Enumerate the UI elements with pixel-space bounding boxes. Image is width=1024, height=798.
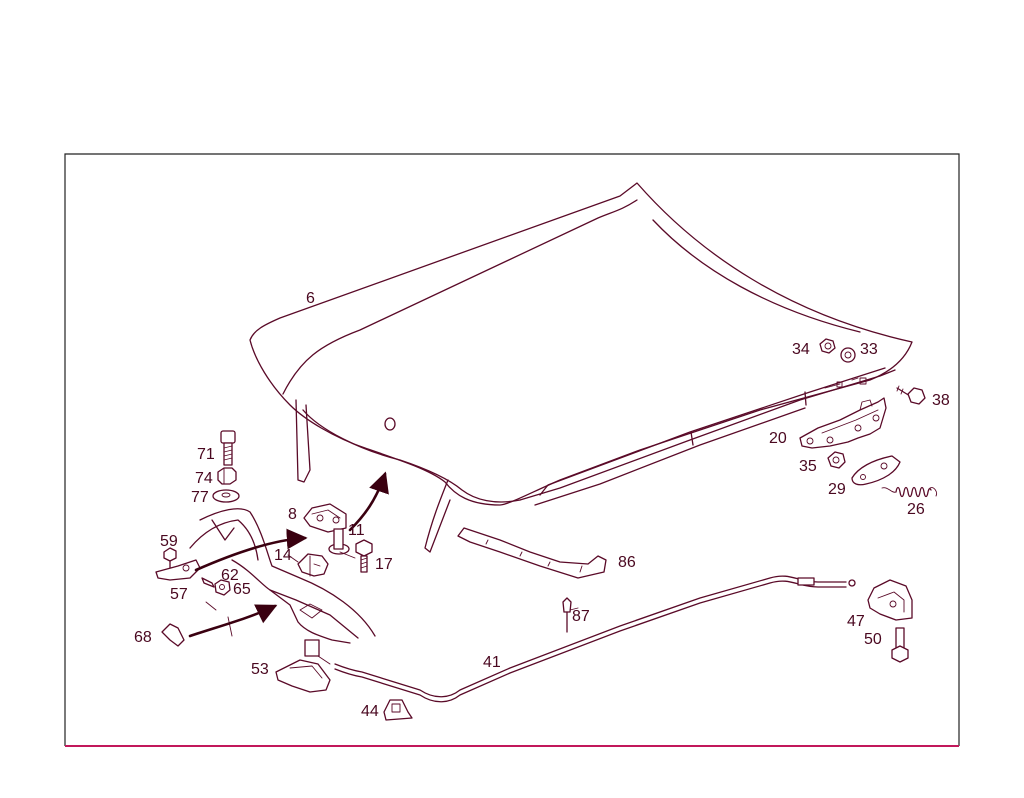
release-lever-57 bbox=[155, 559, 201, 581]
callout-8: 8 bbox=[288, 506, 297, 523]
callout-86: 86 bbox=[618, 554, 636, 571]
callout-65: 65 bbox=[233, 581, 251, 598]
washer-77 bbox=[212, 489, 240, 503]
hood-nut-34 bbox=[819, 338, 836, 354]
callout-50: 50 bbox=[864, 631, 882, 648]
callout-14: 14 bbox=[274, 547, 292, 564]
callout-labels: 6 34 33 38 20 35 29 26 71 74 77 8 11 14 … bbox=[134, 290, 950, 720]
callout-71: 71 bbox=[197, 446, 215, 463]
callout-53: 53 bbox=[251, 661, 269, 678]
callout-68: 68 bbox=[134, 629, 152, 646]
pin-62 bbox=[201, 577, 215, 588]
hinge-bolt-38 bbox=[896, 385, 926, 405]
hinge-spring-26 bbox=[881, 486, 937, 498]
release-cable-41 bbox=[334, 575, 856, 703]
callout-34: 34 bbox=[792, 341, 810, 358]
hood-panel bbox=[249, 182, 913, 553]
callout-29: 29 bbox=[828, 481, 846, 498]
callout-77: 77 bbox=[191, 489, 209, 506]
washer-11 bbox=[328, 528, 350, 555]
clip-87 bbox=[562, 597, 572, 633]
callout-35: 35 bbox=[799, 458, 817, 475]
hinge-nut-35 bbox=[827, 451, 846, 469]
lock-14 bbox=[297, 553, 329, 577]
screw-59 bbox=[163, 547, 177, 569]
nut-65 bbox=[214, 579, 231, 596]
cable-clip-44 bbox=[383, 699, 413, 721]
diagram-border bbox=[64, 153, 960, 747]
hood-hinge-20 bbox=[799, 397, 887, 449]
callout-62: 62 bbox=[221, 567, 239, 584]
hood-washer-33 bbox=[840, 347, 856, 363]
callout-38: 38 bbox=[932, 392, 950, 409]
hood-lock-47 bbox=[867, 579, 913, 621]
callout-26: 26 bbox=[907, 501, 925, 518]
release-handle-53 bbox=[275, 639, 331, 693]
clip-68 bbox=[161, 623, 185, 647]
callout-11: 11 bbox=[348, 522, 365, 539]
callout-47: 47 bbox=[847, 613, 865, 630]
lock-carrier-panel bbox=[189, 508, 376, 644]
bolt-50 bbox=[891, 627, 909, 663]
callout-57: 57 bbox=[170, 586, 188, 603]
callout-6: 6 bbox=[306, 290, 315, 307]
callout-87: 87 bbox=[572, 608, 590, 625]
lock-bracket-8 bbox=[303, 503, 347, 533]
stud-bolt-71 bbox=[220, 430, 236, 466]
callout-leaders bbox=[287, 551, 579, 611]
callout-20: 20 bbox=[769, 430, 787, 447]
callout-33: 33 bbox=[860, 341, 878, 358]
nut-74 bbox=[217, 467, 237, 485]
bolt-17 bbox=[355, 539, 373, 573]
callout-59: 59 bbox=[160, 533, 178, 550]
hinge-support-29 bbox=[851, 455, 901, 486]
support-rail-86 bbox=[457, 527, 607, 579]
callout-44: 44 bbox=[361, 703, 379, 720]
callout-17: 17 bbox=[375, 556, 393, 573]
assembly-arrows bbox=[188, 471, 389, 638]
callout-74: 74 bbox=[195, 470, 213, 487]
callout-41: 41 bbox=[483, 654, 501, 671]
